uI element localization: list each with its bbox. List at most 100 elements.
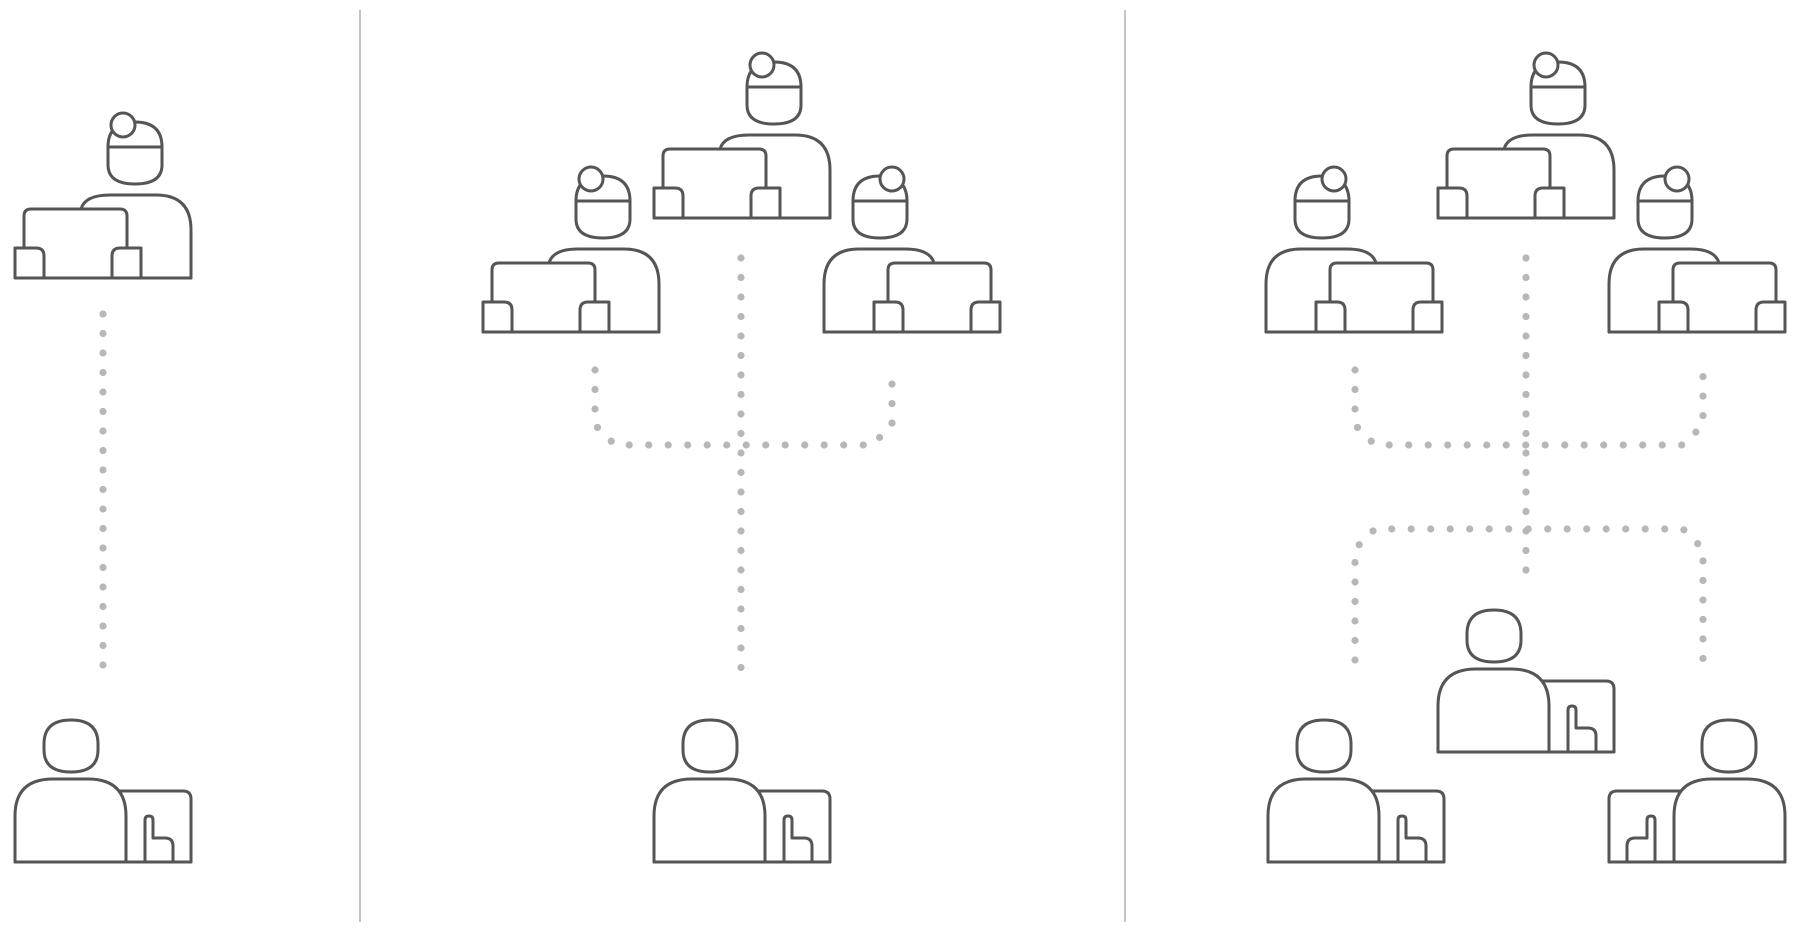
connector-dot xyxy=(1661,525,1669,533)
connector-dot xyxy=(1351,578,1359,586)
connector-dot xyxy=(99,544,107,552)
connector-dot xyxy=(1522,410,1530,418)
connector-dot xyxy=(1522,351,1530,360)
connector-dot xyxy=(742,441,750,449)
hand-left xyxy=(1436,186,1469,218)
hand-left xyxy=(1754,300,1787,332)
body-outline xyxy=(547,247,661,334)
connector-dot xyxy=(593,423,602,432)
connector-dot xyxy=(1641,525,1649,533)
connector-dot xyxy=(99,602,107,611)
headset-icon xyxy=(748,51,776,79)
connector-dot xyxy=(737,410,745,418)
connector-dot xyxy=(737,449,745,457)
connector-dot xyxy=(875,433,884,442)
panel-many-to-many-sender-2 xyxy=(1436,51,1616,220)
connector-dot xyxy=(1522,449,1530,457)
connector-dot xyxy=(737,644,745,652)
connector-dot xyxy=(801,441,809,449)
hand-right xyxy=(110,246,143,278)
body-outline xyxy=(1607,247,1721,334)
connector-dot xyxy=(1483,441,1491,449)
connector-dot xyxy=(1600,441,1608,449)
head xyxy=(681,718,739,774)
connector-dot xyxy=(1522,273,1530,282)
connector-dot xyxy=(737,293,745,301)
connector-dot xyxy=(591,366,599,374)
connector-dot xyxy=(781,441,789,449)
connector-dot xyxy=(1522,507,1530,516)
headset-icon xyxy=(577,165,605,193)
connector-dot xyxy=(840,441,848,449)
connector-dot xyxy=(1580,441,1588,449)
panel-many-to-one-sender-2 xyxy=(652,51,832,220)
connector-dot xyxy=(99,466,107,474)
hand-left xyxy=(481,300,514,332)
connector-dot xyxy=(1351,656,1359,664)
connector-dot xyxy=(99,349,107,357)
connector-dot xyxy=(1405,441,1413,449)
connector-dot xyxy=(99,583,107,591)
connector-panel-1 xyxy=(99,310,107,669)
connector-dot xyxy=(737,663,745,672)
connector-dot xyxy=(737,429,745,438)
headset-icon xyxy=(1663,165,1691,193)
connector-dot xyxy=(1522,429,1530,438)
connector-dot xyxy=(1563,525,1571,533)
connector-dot xyxy=(737,332,745,340)
headset-icon xyxy=(1320,165,1348,193)
connector-dot xyxy=(737,312,745,321)
headset-icon xyxy=(109,111,137,139)
panel-one-to-one-sender-1 xyxy=(13,111,193,280)
connector-dot xyxy=(737,546,745,555)
connector-panel-2-trunk xyxy=(737,254,745,672)
connector-dot xyxy=(1699,411,1707,420)
connector-dot xyxy=(1427,525,1435,533)
connector-dot xyxy=(737,585,745,594)
laptop-icon xyxy=(1328,261,1435,302)
connector-dot xyxy=(1522,566,1530,574)
connector-dot xyxy=(1694,540,1702,548)
connector-dot xyxy=(1561,441,1569,449)
connector-dot xyxy=(703,441,711,449)
body-outline xyxy=(79,193,193,280)
hand-right xyxy=(1314,300,1347,332)
connector-dot xyxy=(1522,293,1530,301)
connector-dot xyxy=(1699,372,1707,381)
connector-dot xyxy=(99,329,107,338)
connector-dot xyxy=(1692,428,1700,436)
hand-right xyxy=(1657,300,1690,332)
connector-dot xyxy=(1699,635,1707,643)
connector-dot xyxy=(737,507,745,516)
connector-dot xyxy=(1619,441,1627,449)
connector-dot xyxy=(1522,488,1530,496)
connector-dot xyxy=(737,351,745,360)
pointer-icon xyxy=(1625,814,1657,864)
connector-dot xyxy=(1369,527,1377,535)
panel-one-to-one-receiver-1 xyxy=(13,718,193,864)
connector-dot xyxy=(859,441,867,449)
connector-dot xyxy=(99,368,107,377)
body-outline xyxy=(1672,777,1787,864)
connector-dot xyxy=(1522,254,1530,262)
connector-panel-2-branches xyxy=(591,366,896,449)
connector-dot xyxy=(723,441,731,449)
laptop-icon xyxy=(1671,261,1778,302)
connector-dot xyxy=(737,390,745,399)
connector-dot xyxy=(1699,392,1707,400)
body-outline xyxy=(652,777,767,864)
connector-dot xyxy=(888,399,896,408)
connector-dot xyxy=(607,437,615,445)
connector-dot xyxy=(591,405,599,413)
connector-dot xyxy=(1699,557,1707,565)
connector-dot xyxy=(1351,617,1359,625)
connector-dot xyxy=(1544,525,1552,533)
panel-many-to-one-sender-1 xyxy=(481,165,661,334)
connector-dot xyxy=(1444,441,1452,449)
hand-right xyxy=(749,186,782,218)
connector-dot xyxy=(99,641,107,650)
connector-dot xyxy=(737,468,745,477)
body-outline xyxy=(1266,777,1381,864)
connector-dot xyxy=(99,524,107,533)
body-outline xyxy=(718,133,832,220)
